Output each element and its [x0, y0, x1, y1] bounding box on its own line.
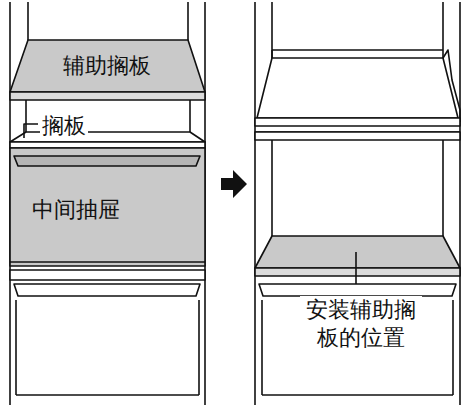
- position-label: 安装辅助搁板的位置: [300, 296, 422, 351]
- shelf-label: 辅助搁板: [61, 52, 153, 80]
- drawer-label: 中间抽屉: [30, 196, 122, 224]
- shelf-label: 搁板: [40, 112, 88, 140]
